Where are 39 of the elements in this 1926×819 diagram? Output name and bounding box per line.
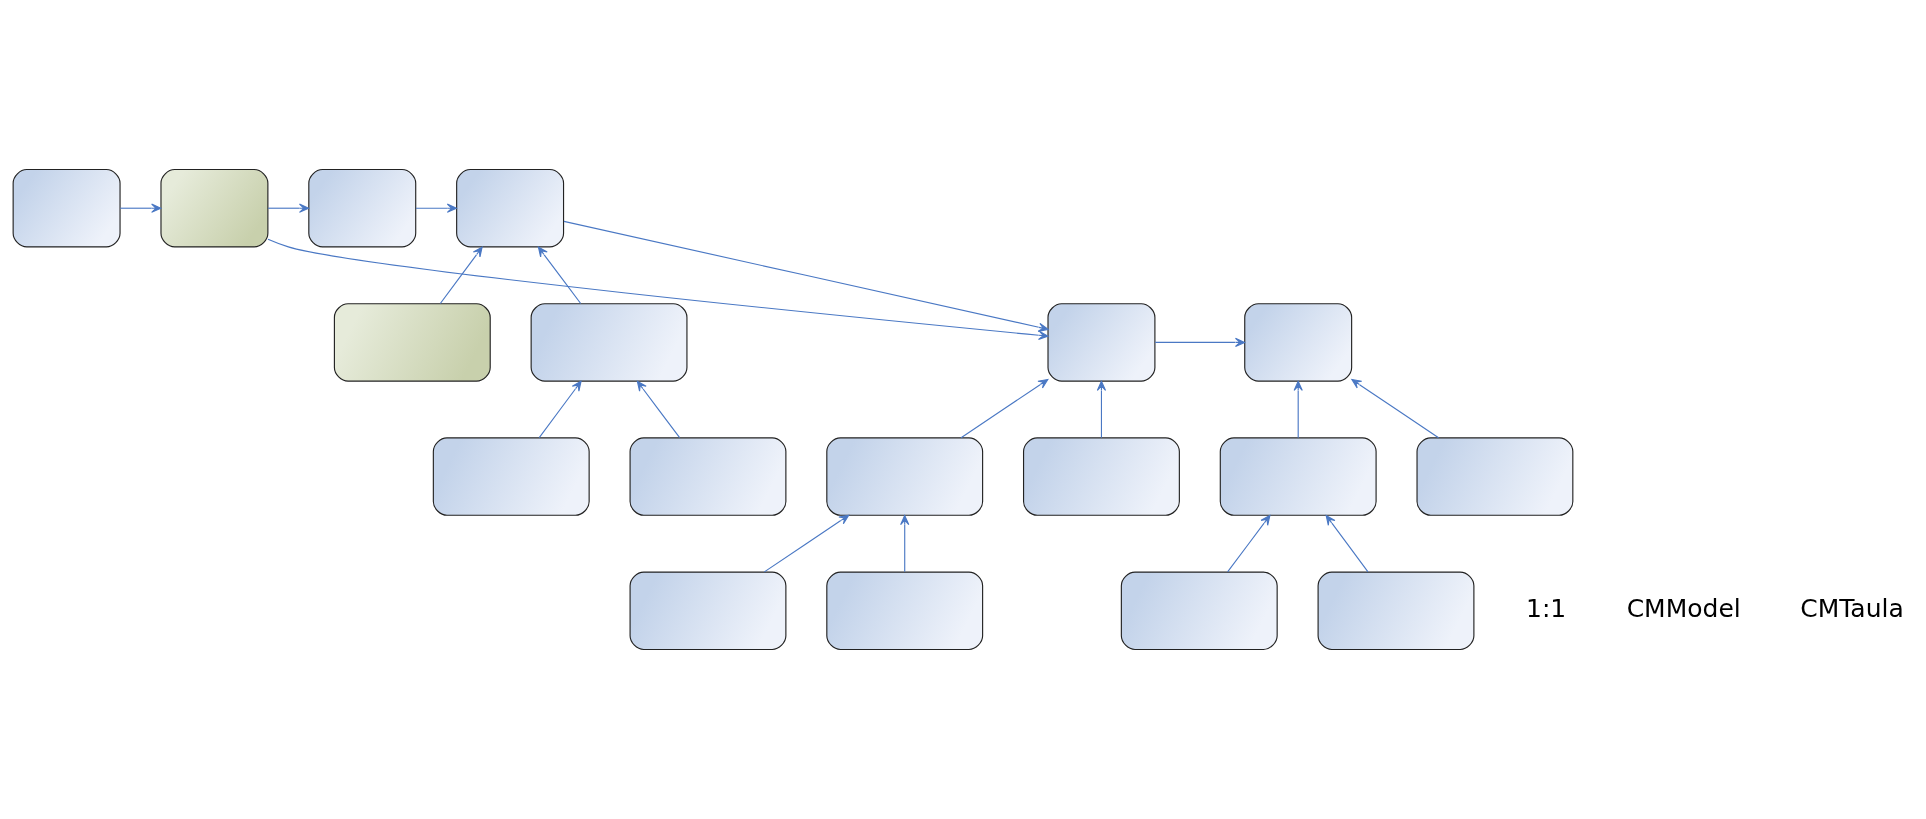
label: 1:1 bbox=[1525, 594, 1567, 624]
node-box bbox=[629, 571, 787, 651]
arrow bbox=[267, 238, 1049, 340]
arrow bbox=[415, 203, 457, 213]
arrow bbox=[119, 203, 162, 213]
node-box bbox=[12, 169, 121, 248]
arrow bbox=[900, 514, 910, 573]
node-box bbox=[160, 169, 269, 248]
node-box bbox=[826, 571, 984, 651]
node-box bbox=[530, 303, 688, 382]
node-box bbox=[432, 437, 590, 516]
node-box bbox=[1416, 437, 1574, 516]
node-box bbox=[826, 437, 984, 516]
arrow bbox=[1351, 378, 1440, 439]
arrow bbox=[439, 246, 483, 305]
node-box bbox=[629, 437, 787, 516]
node-box bbox=[456, 169, 565, 248]
node-box bbox=[1244, 303, 1353, 382]
arrow bbox=[636, 380, 681, 439]
label: CMTaula bbox=[1800, 594, 1904, 624]
arrow bbox=[1325, 514, 1369, 573]
arrow bbox=[267, 203, 310, 213]
arrow bbox=[538, 380, 582, 439]
arrow bbox=[1096, 380, 1107, 439]
node-box bbox=[1047, 303, 1156, 382]
arrow bbox=[537, 246, 582, 305]
node-box bbox=[1317, 571, 1475, 651]
arrow bbox=[1227, 514, 1271, 573]
arrow bbox=[563, 220, 1049, 332]
node-box bbox=[1219, 437, 1377, 516]
arrow bbox=[763, 514, 850, 573]
arrow bbox=[960, 378, 1049, 439]
arrow bbox=[1293, 380, 1303, 439]
node-box bbox=[1023, 437, 1180, 516]
node-box bbox=[333, 303, 491, 382]
node-box bbox=[308, 169, 417, 248]
label: CMModel bbox=[1626, 594, 1741, 624]
node-box bbox=[1120, 571, 1278, 651]
arrow bbox=[1154, 337, 1246, 348]
